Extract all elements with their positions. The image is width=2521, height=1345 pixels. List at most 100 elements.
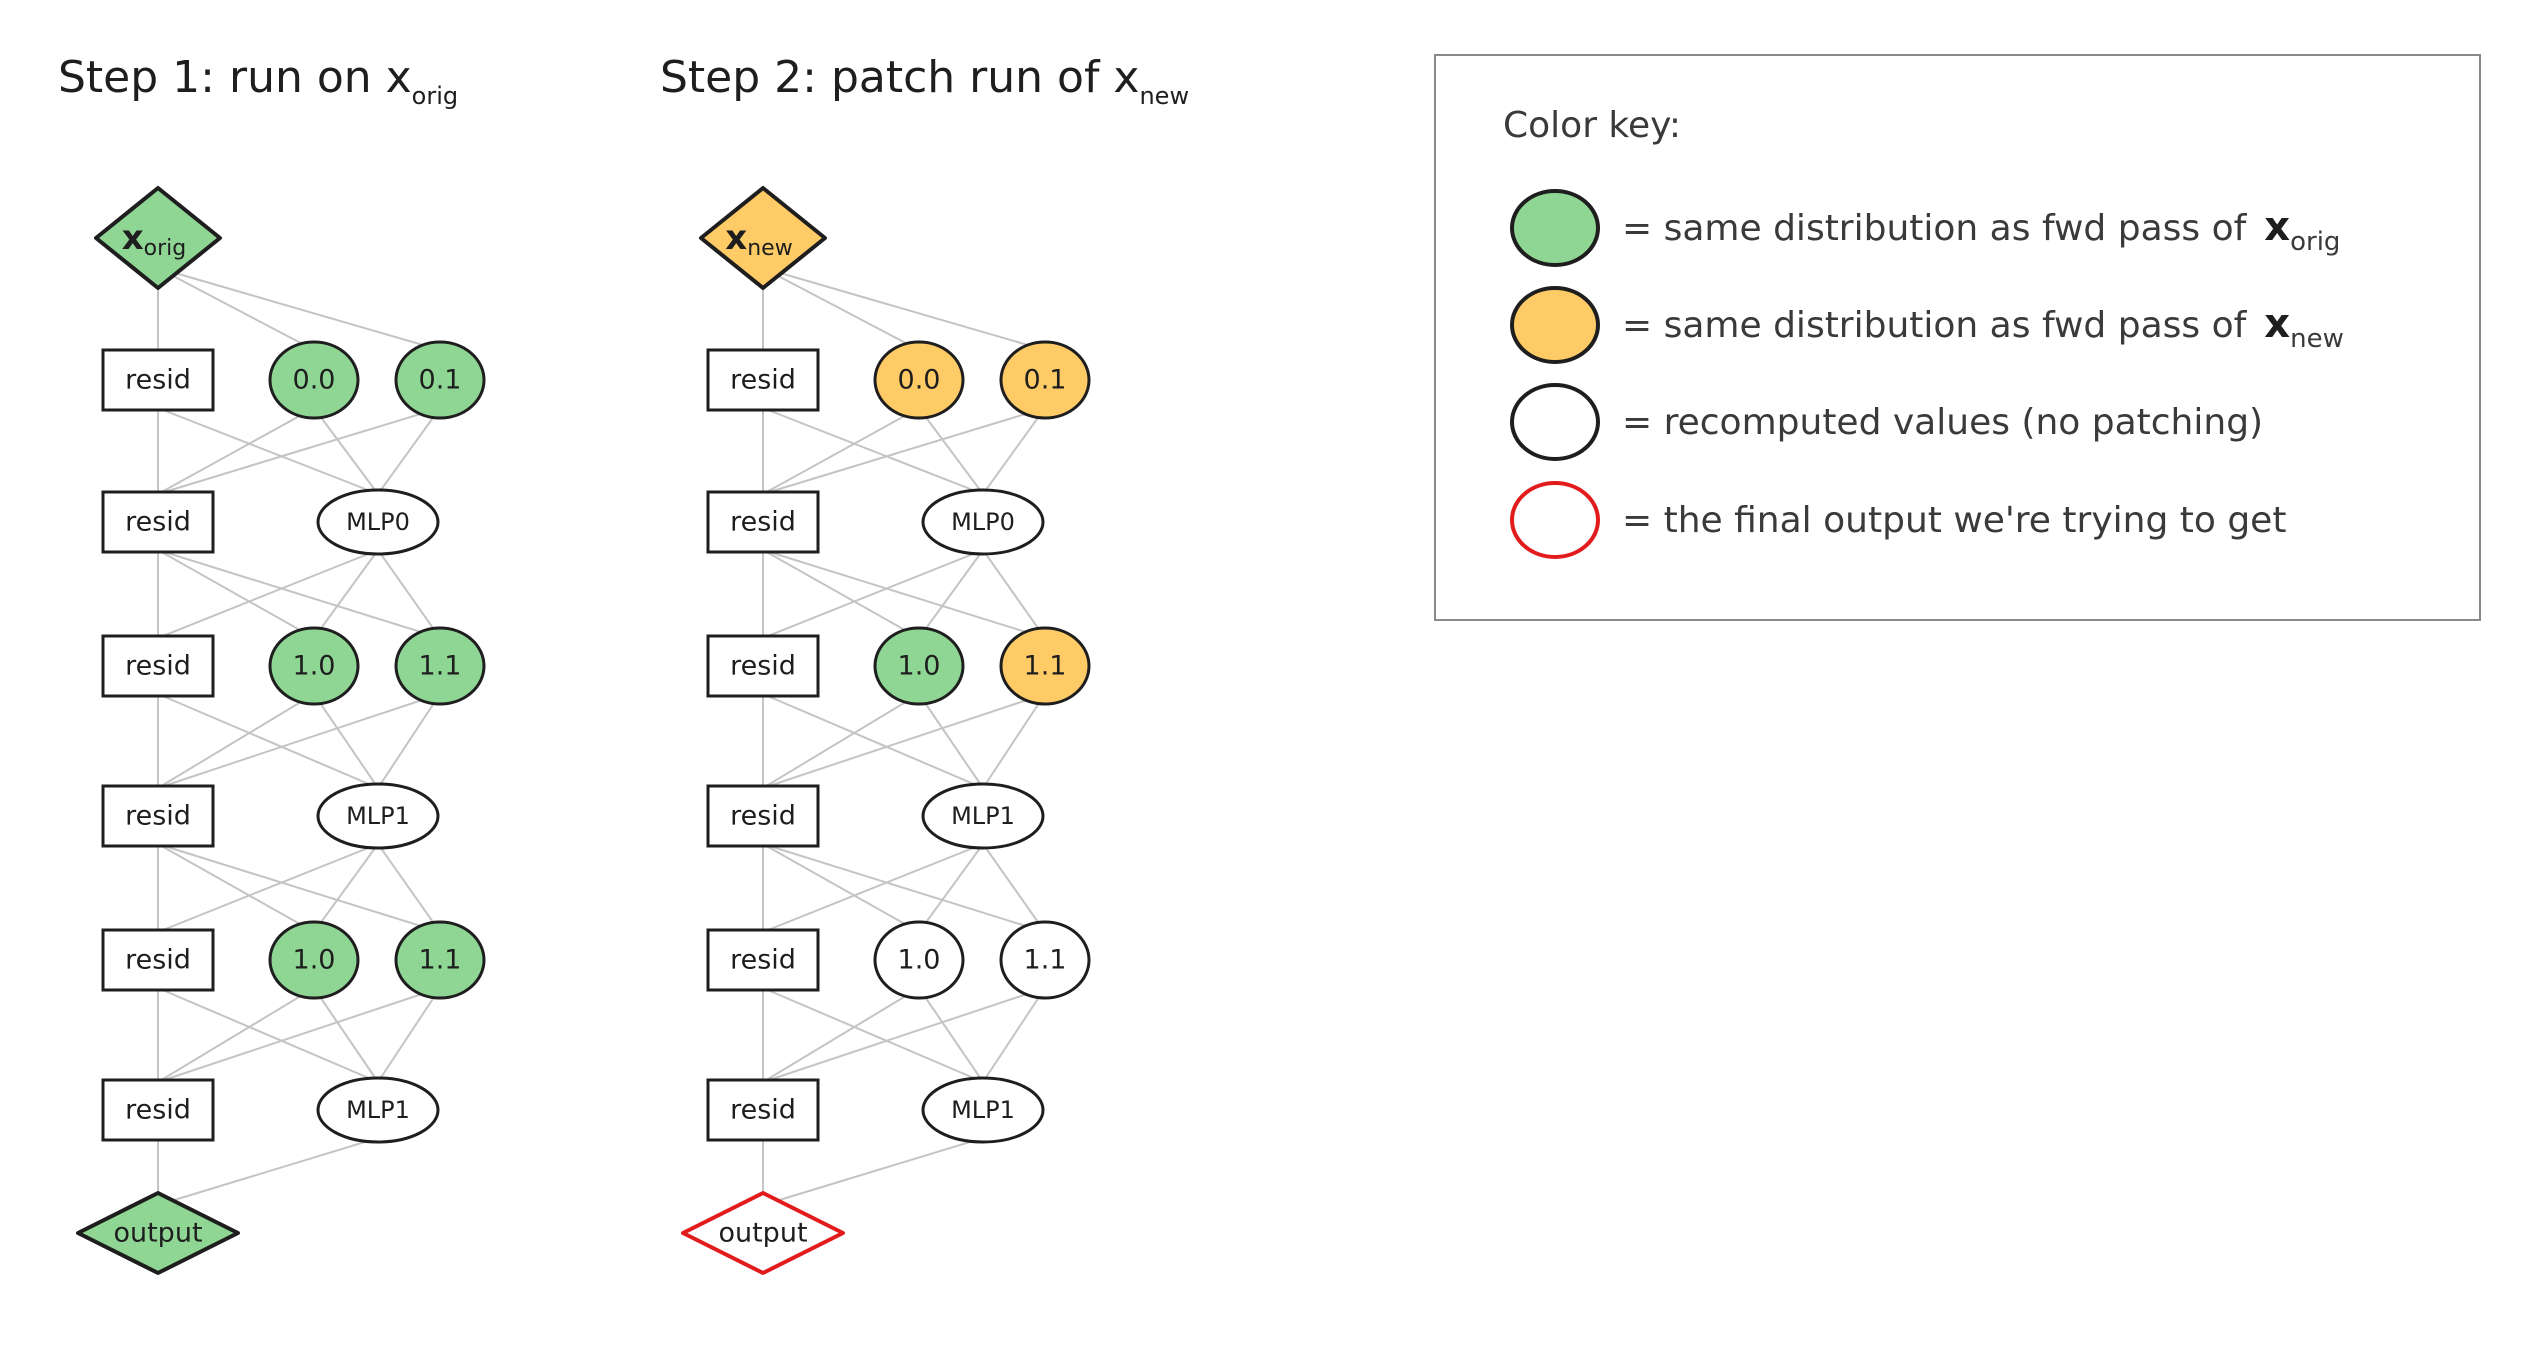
resid-box	[706, 928, 820, 992]
color-key: Color key: = same distribution as fwd pa…	[1434, 54, 2481, 621]
edge	[157, 843, 441, 933]
edge	[157, 1137, 379, 1206]
resid-label: resid	[730, 365, 796, 396]
attention-head-node	[999, 626, 1091, 706]
input-diamond	[94, 186, 222, 290]
layer-row: resid MLP0	[101, 488, 440, 556]
mlp-node-label: MLP0	[951, 508, 1015, 536]
attention-head-node-label: 1.1	[1024, 945, 1067, 976]
edge	[762, 843, 984, 933]
edge	[313, 843, 379, 933]
key-swatch	[1510, 481, 1600, 559]
resid-label: resid	[730, 1095, 796, 1126]
edge	[918, 987, 984, 1083]
input-sub: new	[747, 236, 792, 261]
edge	[157, 843, 315, 933]
edge	[313, 549, 379, 639]
edge	[762, 549, 920, 639]
edge	[982, 987, 1046, 1083]
edge	[918, 693, 984, 789]
edge	[157, 267, 441, 351]
edge	[918, 407, 984, 495]
mlp-node-label: MLP1	[346, 1096, 410, 1124]
resid-box	[706, 1078, 820, 1142]
edge	[762, 1137, 984, 1206]
edge	[762, 267, 920, 351]
attention-head-node-label: 1.1	[419, 651, 462, 682]
attention-head-node-label: 0.0	[293, 365, 336, 396]
resid-label: resid	[125, 365, 191, 396]
resid-label: resid	[730, 801, 796, 832]
resid-label: resid	[730, 507, 796, 538]
edge	[157, 987, 379, 1083]
output-label: output	[718, 1218, 807, 1249]
edge	[762, 407, 984, 495]
attention-head-node-label: 1.0	[898, 651, 941, 682]
attention-head-node-label: 0.1	[419, 365, 462, 396]
color-key-title: Color key:	[1503, 105, 1681, 146]
input-sub: orig	[144, 236, 187, 261]
input-label: xorig	[122, 218, 187, 261]
edge	[762, 843, 920, 933]
edge	[157, 549, 379, 639]
edge	[313, 407, 379, 495]
key-item: = recomputed values (no patching)	[1510, 383, 2263, 461]
attention-head-node-label: 1.0	[293, 945, 336, 976]
attention-head-node-label: 0.0	[898, 365, 941, 396]
input-label: xnew	[725, 218, 792, 261]
mlp-node	[316, 782, 440, 850]
resid-box	[101, 490, 215, 554]
mlp-node-label: MLP1	[951, 802, 1015, 830]
edge	[762, 693, 984, 789]
edge	[157, 693, 379, 789]
edge	[762, 549, 1046, 639]
layer-row: resid MLP1	[101, 1076, 440, 1144]
output-node: output	[681, 1191, 845, 1275]
key-item-desc: = recomputed values (no patching)	[1622, 402, 2263, 443]
resid-box	[101, 928, 215, 992]
edge	[377, 549, 441, 639]
attention-head-node-label: 0.1	[1024, 365, 1067, 396]
mlp-node-label: MLP0	[346, 508, 410, 536]
edges	[762, 267, 1046, 1206]
edge	[157, 549, 441, 639]
layer-row: resid MLP0	[706, 488, 1045, 556]
output-diamond	[76, 1191, 240, 1275]
edge	[918, 549, 984, 639]
attention-head-node	[873, 920, 965, 1000]
attention-head-node	[394, 340, 486, 420]
edge	[762, 843, 1046, 933]
edge	[762, 407, 920, 495]
output-label: output	[113, 1218, 202, 1249]
attention-head-node	[268, 340, 360, 420]
edge	[313, 693, 379, 789]
resid-box	[706, 634, 820, 698]
layer-row: resid MLP1	[706, 782, 1045, 850]
attention-head-node	[999, 340, 1091, 420]
key-swatch	[1510, 189, 1600, 267]
edge	[982, 693, 1046, 789]
edge	[157, 693, 315, 789]
key-item-x-sub: new	[2290, 324, 2344, 354]
edge	[762, 693, 920, 789]
key-item-desc: = same distribution as fwd pass of	[1622, 208, 2248, 249]
step2-title: Step 2: patch run of xnew	[660, 52, 1189, 110]
mlp-node	[921, 488, 1045, 556]
input-node: xnew	[699, 186, 827, 290]
edge	[762, 267, 1046, 351]
resid-box	[101, 634, 215, 698]
resid-label: resid	[125, 507, 191, 538]
edge	[762, 549, 984, 639]
resid-box	[101, 1078, 215, 1142]
input-x: x	[725, 218, 747, 258]
attention-head-node	[268, 626, 360, 706]
edge	[157, 693, 441, 789]
attention-head-node-label: 1.0	[293, 651, 336, 682]
resid-label: resid	[125, 1095, 191, 1126]
resid-box	[101, 348, 215, 412]
